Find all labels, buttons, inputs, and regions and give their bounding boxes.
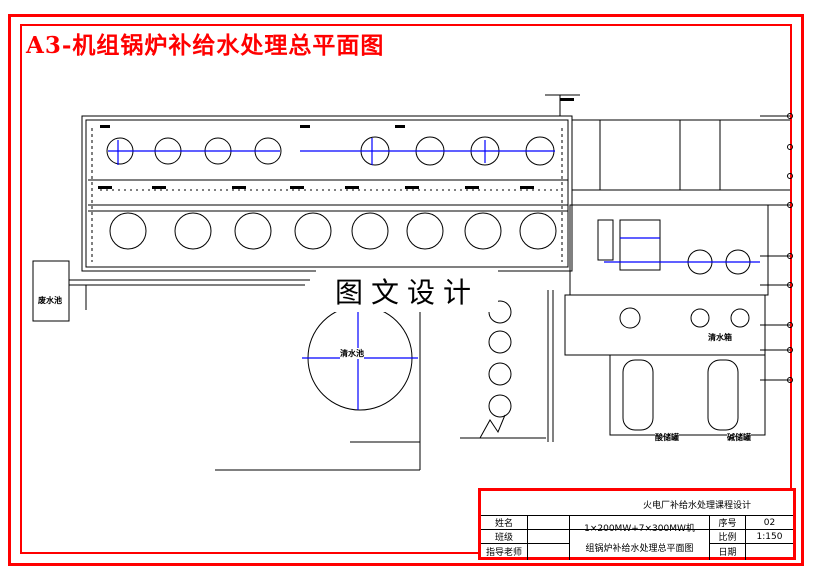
- scale-label: 比例: [718, 533, 737, 543]
- tank-a-label: 酸储罐: [655, 432, 679, 443]
- date-label: 日期: [718, 547, 737, 558]
- seq-label: 序号: [718, 519, 737, 529]
- clear-tank-label: 清水池: [340, 348, 364, 359]
- row-label-advisor: 指导老师: [485, 547, 522, 558]
- project-title: 火电厂补给水处理课程设计: [642, 500, 751, 511]
- sheet-title: A3-机组锅炉补给水处理总平面图: [26, 32, 385, 59]
- drawing-name-line1: 1×200MW+7×300MW机: [584, 523, 695, 534]
- row-label-name: 姓名: [494, 519, 513, 529]
- waste-pit-label: 废水池: [38, 295, 62, 306]
- watermark-text: 图文设计: [316, 270, 498, 312]
- row-label-class: 班级: [494, 533, 513, 543]
- seq-value: 02: [763, 517, 776, 528]
- drawing-name-line2: 组锅炉补给水处理总平面图: [585, 543, 694, 554]
- tank-b-label: 碱储罐: [727, 432, 751, 443]
- clear-tank-small-label: 清水箱: [708, 332, 732, 343]
- outer-frame: [8, 14, 804, 566]
- scale-value: 1:150: [756, 531, 783, 542]
- title-block: 火电厂补给水处理课程设计 姓名 班级 指导老师 1×200MW+7×300MW机…: [478, 488, 796, 560]
- inner-frame: [20, 24, 792, 554]
